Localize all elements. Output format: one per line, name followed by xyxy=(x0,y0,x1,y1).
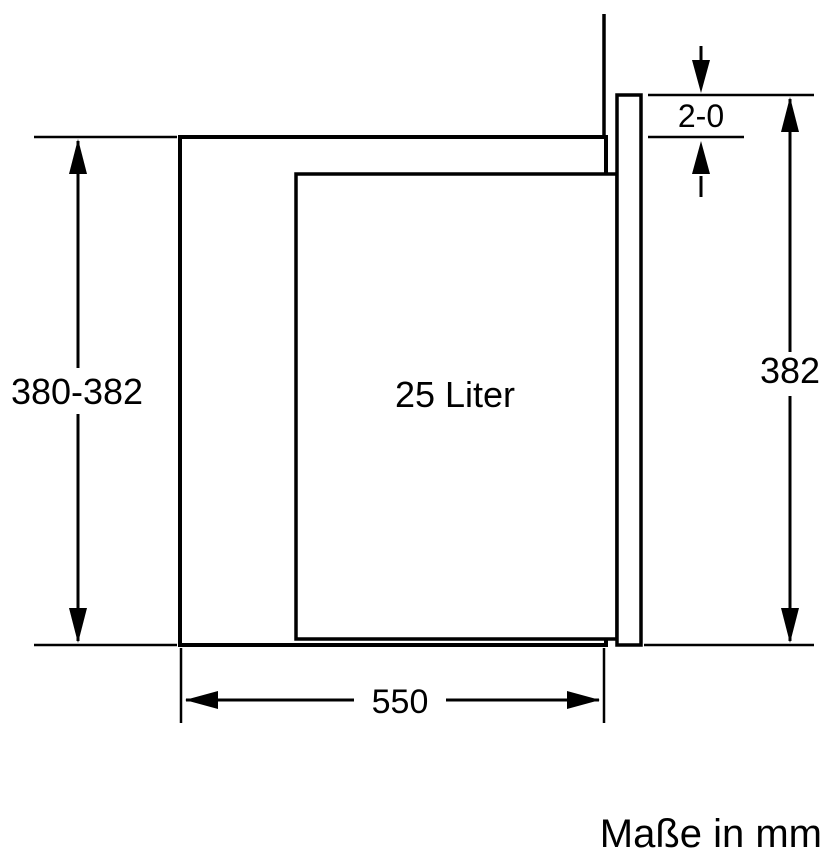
arrowhead-left xyxy=(185,691,218,709)
dimension-left-height: 380-382 xyxy=(5,135,177,647)
dimension-label-left-height: 380-382 xyxy=(11,371,143,412)
arrowhead-down xyxy=(781,608,799,643)
arrowhead-up xyxy=(781,97,799,132)
arrowhead-up xyxy=(692,141,710,174)
appliance-outline-group: 25 Liter xyxy=(178,14,643,647)
cavity-outline xyxy=(294,172,619,641)
dimension-label-bottom-width: 550 xyxy=(372,683,429,721)
label-mask xyxy=(5,368,151,414)
arrowhead-right xyxy=(567,691,600,709)
label-mask xyxy=(756,352,824,396)
arrowhead-down xyxy=(69,608,87,643)
dimension-right-height: 382 xyxy=(644,93,824,647)
dimension-bottom-width: 550 xyxy=(179,648,606,723)
units-label: Maße in mm xyxy=(600,812,822,856)
door-panel-outline xyxy=(615,93,643,647)
dimension-label-right-height: 382 xyxy=(760,350,820,391)
label-mask xyxy=(354,677,446,722)
arrowhead-down xyxy=(692,60,710,93)
dimension-label-top-gap: 2-0 xyxy=(678,98,724,134)
cavity-volume-label: 25 Liter xyxy=(395,374,515,415)
arrowhead-up xyxy=(69,139,87,174)
dimension-top-gap: 2-0 xyxy=(648,46,744,197)
